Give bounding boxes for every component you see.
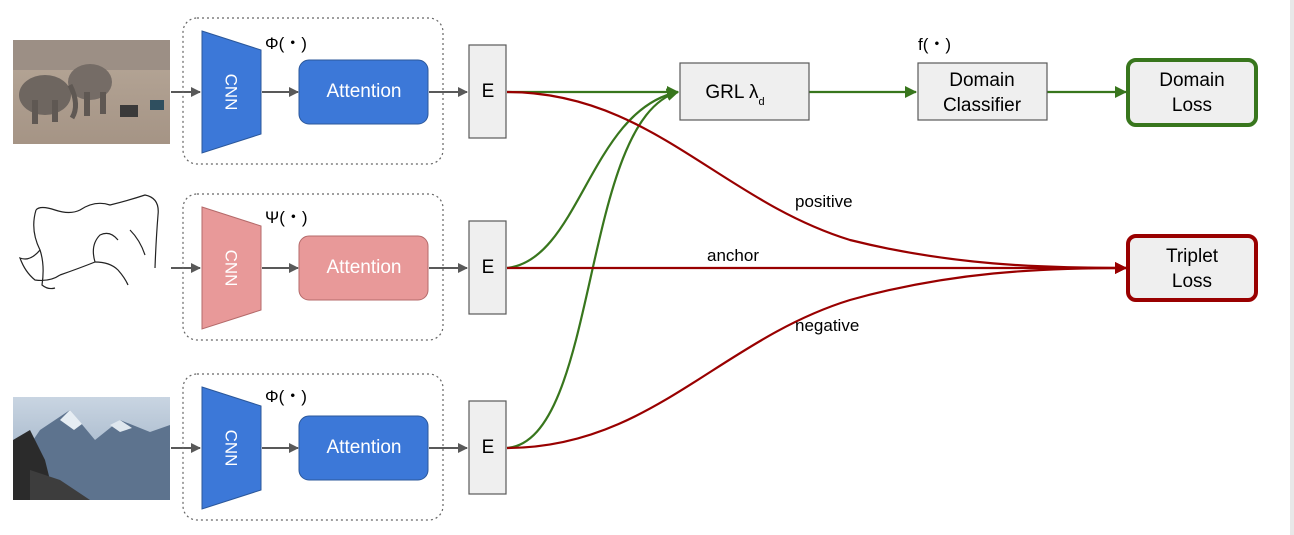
branch-bottom: CNN Φ(・) Attention E [13, 373, 507, 521]
cnn-label: CNN [222, 430, 241, 467]
cnn-label: CNN [222, 250, 241, 287]
attention-label: Attention [327, 437, 402, 458]
embedding-block [468, 44, 507, 139]
positive-label: positive [795, 192, 853, 211]
cnn-label: CNN [222, 74, 241, 111]
edge-middle-to-grl [506, 88, 679, 270]
elephants-photo [13, 40, 170, 144]
domain-loss-line2: Loss [1172, 95, 1212, 116]
triplet-loss-line2: Loss [1172, 271, 1212, 292]
branch-middle-frame [182, 193, 444, 341]
domain-adversarial-path [506, 86, 1127, 450]
branch-bottom-frame [182, 373, 444, 521]
embedding-block [468, 400, 507, 495]
mountain-photo [13, 397, 170, 500]
attention-label: Attention [327, 257, 402, 278]
branch-top: CNN Φ(・) Attention E [13, 17, 507, 165]
classifier-func-label: f(・) [918, 35, 951, 54]
grl-block: GRL λd [679, 62, 810, 121]
classifier-line1: Domain [949, 70, 1014, 91]
attention-block [298, 59, 429, 125]
domain-loss-block: Domain Loss [1126, 58, 1258, 127]
grl-subscript: d [759, 96, 765, 108]
embedding-label: E [482, 437, 495, 458]
triplet-path [506, 90, 1127, 450]
triplet-loss-line1: Triplet [1166, 246, 1219, 267]
phi-label: Φ(・) [265, 387, 307, 406]
embedding-label: E [482, 257, 495, 278]
svg-text:GRL λd: GRL λd [705, 82, 764, 108]
classifier-line2: Classifier [943, 95, 1022, 116]
domain-classifier-block: f(・) Domain Classifier [917, 35, 1048, 121]
negative-label: negative [795, 316, 859, 335]
edge-positive [506, 90, 1127, 274]
psi-label: Ψ(・) [265, 208, 308, 227]
edge-negative [506, 262, 1127, 450]
cnn-block [201, 206, 262, 330]
anchor-label: anchor [707, 246, 759, 265]
branch-top-frame [182, 17, 444, 165]
attention-block [298, 235, 429, 301]
attention-block [298, 415, 429, 481]
edge-bottom-to-grl [506, 89, 679, 450]
right-edge-divider [1290, 0, 1294, 535]
attention-label: Attention [327, 81, 402, 102]
embedding-block [468, 220, 507, 315]
domain-loss-line1: Domain [1159, 70, 1224, 91]
triplet-loss-block: Triplet Loss [1126, 234, 1258, 302]
embedding-label: E [482, 81, 495, 102]
grl-label: GRL λ [705, 82, 759, 103]
elephant-sketch [18, 194, 159, 290]
phi-label: Φ(・) [265, 34, 307, 53]
cnn-block [201, 386, 262, 510]
branch-middle: CNN Ψ(・) Attention E [18, 193, 507, 341]
cnn-block [201, 30, 262, 154]
